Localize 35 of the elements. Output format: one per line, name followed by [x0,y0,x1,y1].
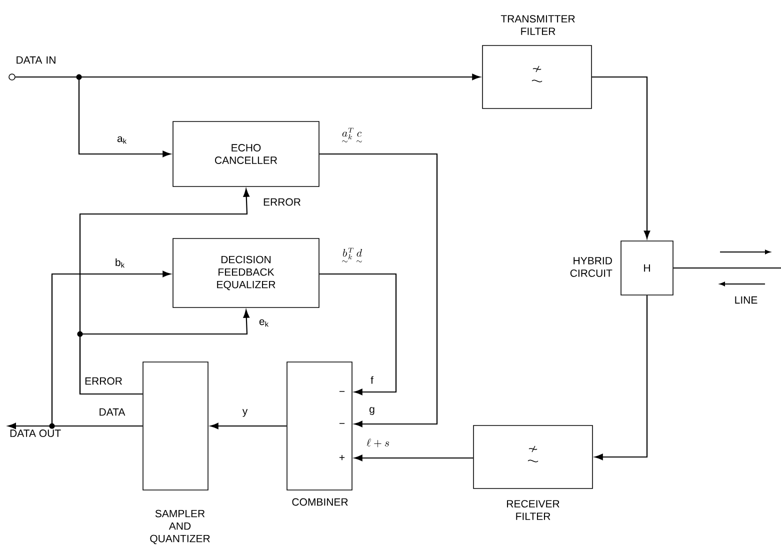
arrow [15,76,171,158]
arrow [354,454,474,462]
edge-label: $\underset{\sim}{b}{}_{k}^{T}\,\underset{\sim}{d}$ [342,248,362,262]
signal-label: − [339,391,345,392]
block-heading: RECEIVER FILTER [507,500,560,520]
terminal-label: DATA OUT [10,430,61,437]
signal-label: + [339,454,345,460]
edge-label: $\underset{\sim}{a}{}_{k}^{T}\,\underset{\sim}{c}$ [342,128,362,142]
signal-label: − [339,423,345,424]
signal-label: g [370,407,374,415]
edge-label: b$_{k}$ [116,258,125,268]
arrow [594,295,648,460]
arrow [319,273,397,396]
edge-label: DATA [100,408,126,416]
block-box: ECHO CANCELLER [172,121,320,187]
arrow [592,76,650,239]
block-heading: DATA IN [16,56,56,64]
arrow [79,310,250,395]
block-heading: COMBINER [292,498,348,506]
block-heading: HYBRID CIRCUIT [570,257,612,277]
signal-label: f [370,376,374,384]
block-heading: SAMPLER AND QUANTIZER [150,510,210,544]
edge-label: a$_{k}$ [117,136,127,144]
signal-label: ERROR [85,377,122,385]
block-heading: TRANSMITTER FILTER [500,15,575,35]
edge-label: e$_{k}$ [259,319,269,327]
block-box: DECISION FEEDBACK EQUALIZER [172,238,320,308]
signal-label: LINE [735,296,758,304]
arrow [319,153,438,428]
edge-label: ERROR [264,198,300,206]
edge-label: y [242,409,248,417]
block-box: H [620,240,674,296]
arrow [210,422,287,430]
arrow [51,270,171,427]
edge-label: $\ell + s$ [366,438,389,448]
